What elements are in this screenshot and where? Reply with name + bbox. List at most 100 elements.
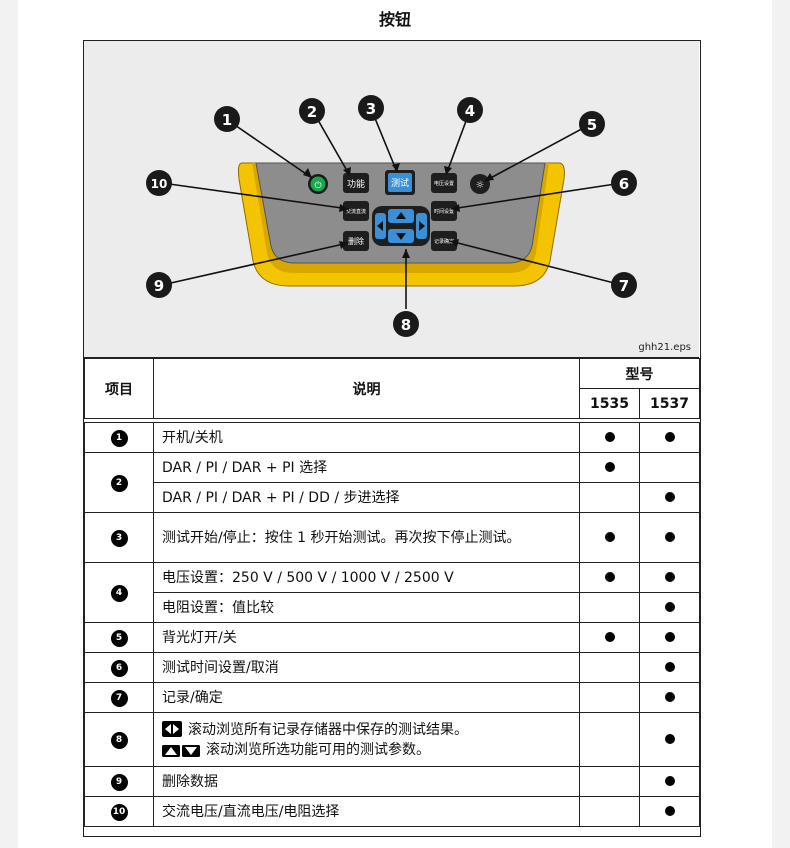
model-1537-cell (639, 592, 700, 623)
item-number-cell: 9 (84, 766, 154, 797)
record-button[interactable] (431, 231, 457, 251)
leader-line-4 (445, 112, 470, 176)
arrowhead-6 (451, 204, 460, 212)
arrowhead-1 (303, 168, 312, 178)
description-text: 滚动浏览所有记录存储器中保存的测试结果。 (188, 721, 468, 738)
item-number-cell: 8 (84, 712, 154, 767)
callouts: 1 2 3 4 5 6 7 8 9 (146, 95, 637, 337)
item-number-badge: 1 (110, 430, 128, 447)
model-1537-cell (639, 562, 700, 593)
supported-dot-icon (604, 571, 615, 582)
callout-4-label: 4 (465, 102, 475, 120)
callout-8-label: 8 (401, 316, 411, 334)
timer-button[interactable] (431, 201, 457, 221)
model-1535-cell (579, 796, 640, 827)
model-1537-cell (639, 512, 700, 563)
test-button[interactable] (388, 173, 412, 192)
supported-dot-icon (664, 661, 675, 672)
callout-1 (214, 106, 240, 132)
model-1535-cell (579, 652, 640, 683)
model-1537-cell (639, 622, 700, 653)
model-1535-cell (579, 562, 640, 593)
backlight-button[interactable] (470, 174, 490, 194)
content-frame: ⏻ 功能 测试 电压设置 ☼ 交流直流 时间设置 删除 记 (83, 40, 701, 837)
function-button[interactable] (343, 173, 369, 193)
item-number-badge: 9 (110, 774, 128, 791)
item-number-badge: 8 (110, 732, 128, 749)
supported-dot-icon (604, 531, 615, 542)
supported-dot-icon (664, 601, 675, 612)
table-row: 8 滚动浏览所有记录存储器中保存的测试结果。滚动浏览所选功能可用的测试参数。 (84, 712, 700, 767)
power-button[interactable] (310, 176, 326, 192)
arrowhead-3 (392, 163, 400, 172)
supported-dot-icon (604, 461, 615, 472)
model-1537-cell (639, 796, 700, 827)
supported-dot-icon (664, 691, 675, 702)
description-cell: 电压设置：250 V / 500 V / 1000 V / 2500 V (153, 562, 580, 593)
header-model-1537: 1537 (639, 388, 700, 419)
supported-dot-icon (664, 571, 675, 582)
arrowhead-10 (339, 204, 349, 212)
model-1537-cell (639, 712, 700, 767)
arrow-down-icon (396, 233, 406, 240)
voltage-button[interactable] (431, 173, 457, 193)
device-figure: ⏻ 功能 测试 电压设置 ☼ 交流直流 时间设置 删除 记 (84, 41, 699, 358)
item-number-cell: 6 (84, 652, 154, 683)
model-1537-cell (639, 452, 700, 483)
header-item: 项目 (84, 358, 154, 419)
supported-dot-icon (664, 631, 675, 642)
item-number-cell: 5 (84, 622, 154, 653)
arrow-left-icon (377, 221, 383, 231)
supported-dot-icon (664, 491, 675, 502)
model-1535-cell (579, 622, 640, 653)
device-illustration: ⏻ 功能 测试 电压设置 ☼ 交流直流 时间设置 删除 记 (146, 95, 637, 337)
supported-dot-icon (604, 431, 615, 442)
clear-button[interactable] (343, 231, 369, 251)
description-cell: 测试时间设置/取消 (153, 652, 580, 683)
item-number-badge: 2 (110, 475, 128, 492)
model-1535-cell (579, 482, 640, 513)
figure-file-label: ghh21.eps (638, 342, 691, 353)
arrow-up-icon (396, 212, 406, 219)
model-1535-cell (579, 766, 640, 797)
callout-6 (611, 170, 637, 196)
dpad-bezel (372, 206, 430, 246)
callout-3 (358, 95, 384, 121)
leader-lines (161, 110, 623, 309)
arrowhead-8 (402, 249, 410, 258)
record-button-label: 记录确定 (434, 238, 454, 245)
description-cell: 滚动浏览所有记录存储器中保存的测试结果。滚动浏览所选功能可用的测试参数。 (153, 712, 580, 767)
callout-5-label: 5 (587, 116, 597, 134)
item-number-cell: 10 (84, 796, 154, 827)
page-title: 按钮 (378, 10, 411, 29)
callout-7-label: 7 (619, 277, 629, 295)
header-model-1535: 1535 (579, 388, 640, 419)
model-1537-cell (639, 682, 700, 713)
callout-9 (146, 272, 172, 298)
leader-line-6 (450, 182, 623, 210)
item-number-cell: 3 (84, 512, 154, 563)
callout-6-label: 6 (619, 175, 629, 193)
model-1535-cell (579, 592, 640, 623)
arrowhead-4 (444, 166, 452, 175)
ac-dc-button[interactable] (343, 201, 369, 221)
power-icon: ⏻ (314, 180, 321, 191)
item-number-cell: 2 (84, 452, 154, 513)
description-line: 滚动浏览所选功能可用的测试参数。 (162, 740, 571, 760)
supported-dot-icon (664, 733, 675, 744)
arrow-right-icon (419, 221, 425, 231)
callout-2 (299, 98, 325, 124)
model-1537-cell (639, 652, 700, 683)
arrowhead-7 (450, 239, 459, 247)
arrowhead-9 (339, 241, 348, 249)
model-1535-cell (579, 512, 640, 563)
header-model: 型号 (579, 358, 700, 389)
leader-line-10 (161, 182, 350, 210)
